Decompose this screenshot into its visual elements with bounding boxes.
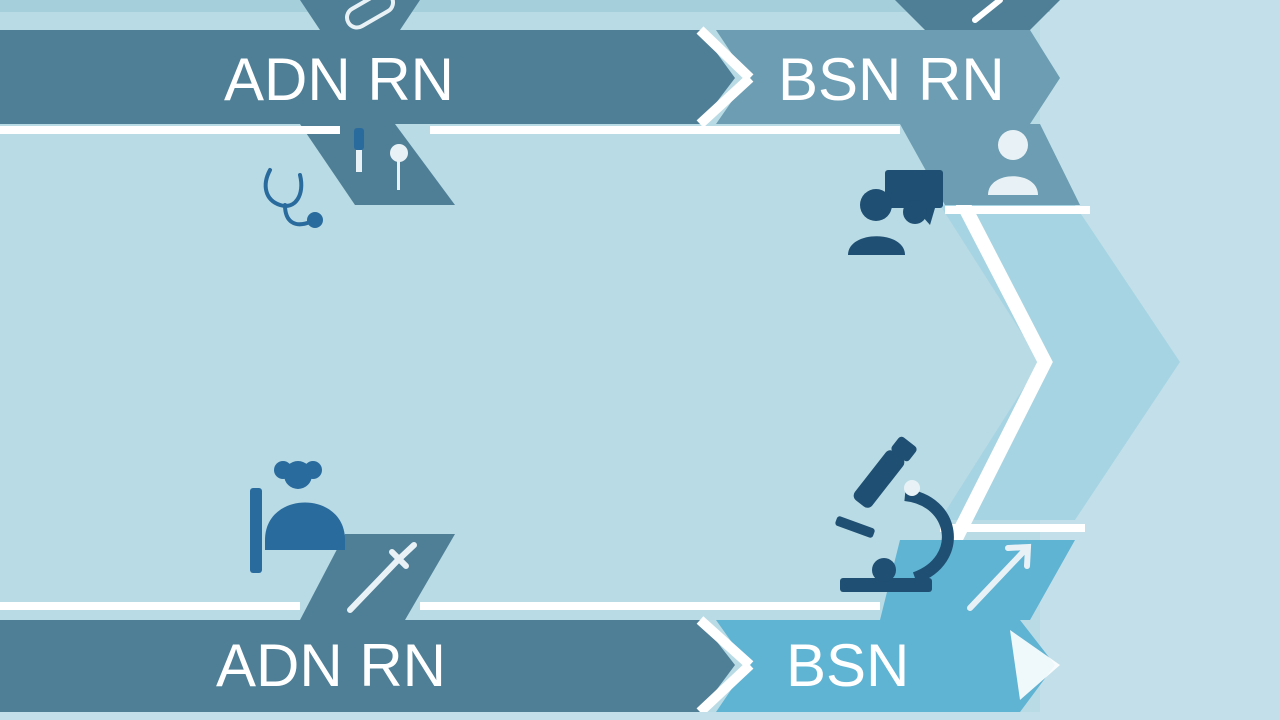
label-adn-rn-bottom: ADN RN (216, 632, 447, 699)
stethoscope-icon (263, 168, 323, 228)
top-growth-arrow-icon (972, 0, 1003, 23)
bandage-icon (345, 0, 395, 30)
top-strip (0, 0, 1050, 12)
bottom-up-connector (300, 534, 455, 620)
bottom-chevron-line-2 (696, 661, 754, 716)
top-left-band (0, 30, 735, 124)
syringe-icon (347, 542, 417, 613)
microscope-icon (835, 436, 954, 592)
presentation-meeting-icon (848, 170, 943, 255)
growth-arrow-icon (967, 543, 1032, 611)
bottom-strip (0, 712, 1280, 720)
iv-drip-icon (354, 128, 408, 190)
bottom-chevron-line-1 (696, 616, 754, 669)
top-chevron-line-1 (696, 26, 754, 82)
bottom-right-band (716, 620, 1055, 712)
top-down-connector (300, 124, 455, 205)
top-right-down-connector (900, 124, 1080, 205)
label-bsn-rn-top: BSN RN (778, 46, 1005, 113)
user-icon (988, 130, 1038, 195)
bottom-right-tip (1010, 630, 1060, 700)
patient-bed-icon (250, 461, 345, 573)
top-right-band (716, 30, 1060, 124)
top-chevron-line-2 (696, 74, 754, 128)
label-adn-rn-top: ADN RN (224, 46, 455, 113)
label-bsn-bottom: BSN (786, 632, 910, 699)
bottom-left-band (0, 620, 735, 712)
